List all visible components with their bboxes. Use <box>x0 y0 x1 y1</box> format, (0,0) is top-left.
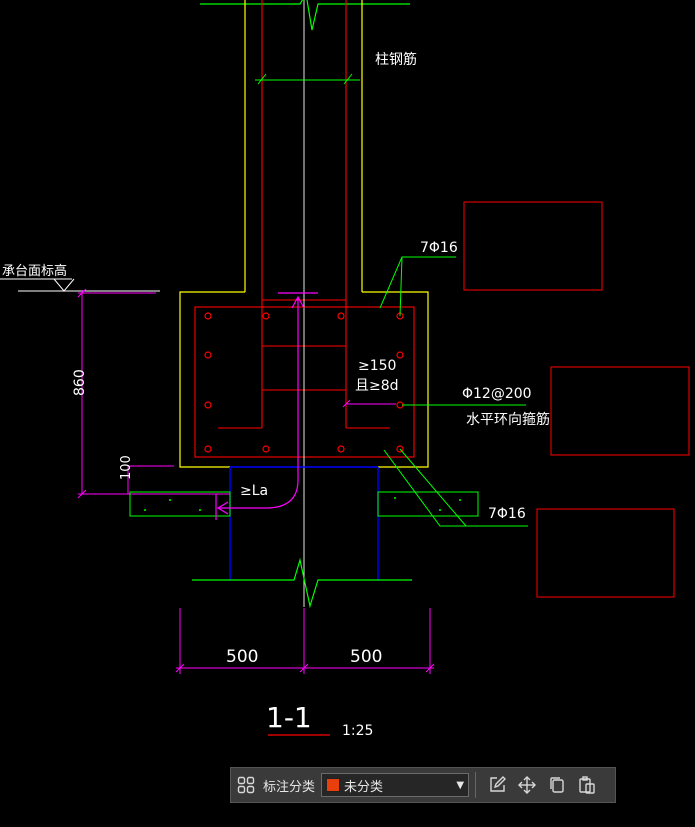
dim-right: 500 <box>350 647 382 667</box>
copy-icon[interactable] <box>542 770 572 800</box>
pile-outline <box>229 466 379 580</box>
move-icon[interactable] <box>512 770 542 800</box>
paste-icon[interactable] <box>572 770 602 800</box>
label-top-rebar: 7Φ16 <box>420 240 458 256</box>
label-bottom-rebar: 7Φ16 <box>488 506 526 522</box>
dim-left: 500 <box>226 647 258 667</box>
cover-dimension <box>127 465 174 494</box>
width-dimension <box>175 608 435 674</box>
label-anchor: ≥La <box>240 483 268 499</box>
label-min-150: ≥150 <box>358 358 396 374</box>
annotation-category-label: 标注分类 <box>263 779 316 795</box>
pile-bottom-break-line <box>192 557 412 609</box>
dim-depth: 860 <box>72 369 88 396</box>
label-stirrup-name: 水平环向箍筋 <box>466 411 550 428</box>
column-top-break-line <box>200 0 410 31</box>
label-cap-top-elevation: 承台面标高 <box>2 263 67 279</box>
top-rebar-leader <box>379 256 456 317</box>
grid-icon[interactable] <box>231 770 261 800</box>
section-title: 1-1 <box>266 701 312 734</box>
label-column-rebar: 柱钢筋 <box>375 51 417 68</box>
column-rebar-leader <box>255 73 360 85</box>
depth-dimension <box>77 288 230 499</box>
elevation-marker <box>0 278 160 292</box>
category-color-swatch <box>326 778 341 792</box>
annotation-toolbar: 标注分类 未分类 ▼ <box>230 767 616 803</box>
category-selected-value: 未分类 <box>344 779 384 795</box>
cap-rebar-cage <box>194 306 415 458</box>
blinding-hatch <box>144 497 461 511</box>
lap-dimension <box>342 399 396 408</box>
annotation-boxes <box>463 201 690 598</box>
bottom-rebar-leader <box>383 448 528 527</box>
rebar-dots <box>204 312 404 453</box>
toolbar-separator <box>475 772 477 798</box>
label-and-8d: 且≥8d <box>355 378 399 394</box>
blinding-layer <box>129 491 479 517</box>
label-stirrup-spec: Φ12@200 <box>462 386 532 402</box>
dim-cover: 100 <box>119 455 134 480</box>
chevron-down-icon: ▼ <box>456 779 465 791</box>
section-scale: 1:25 <box>342 723 373 739</box>
edit-icon[interactable] <box>482 770 512 800</box>
column-outline <box>179 0 429 468</box>
annotation-category-select[interactable]: 未分类 ▼ <box>321 773 470 797</box>
pile-anchorage <box>215 292 318 520</box>
